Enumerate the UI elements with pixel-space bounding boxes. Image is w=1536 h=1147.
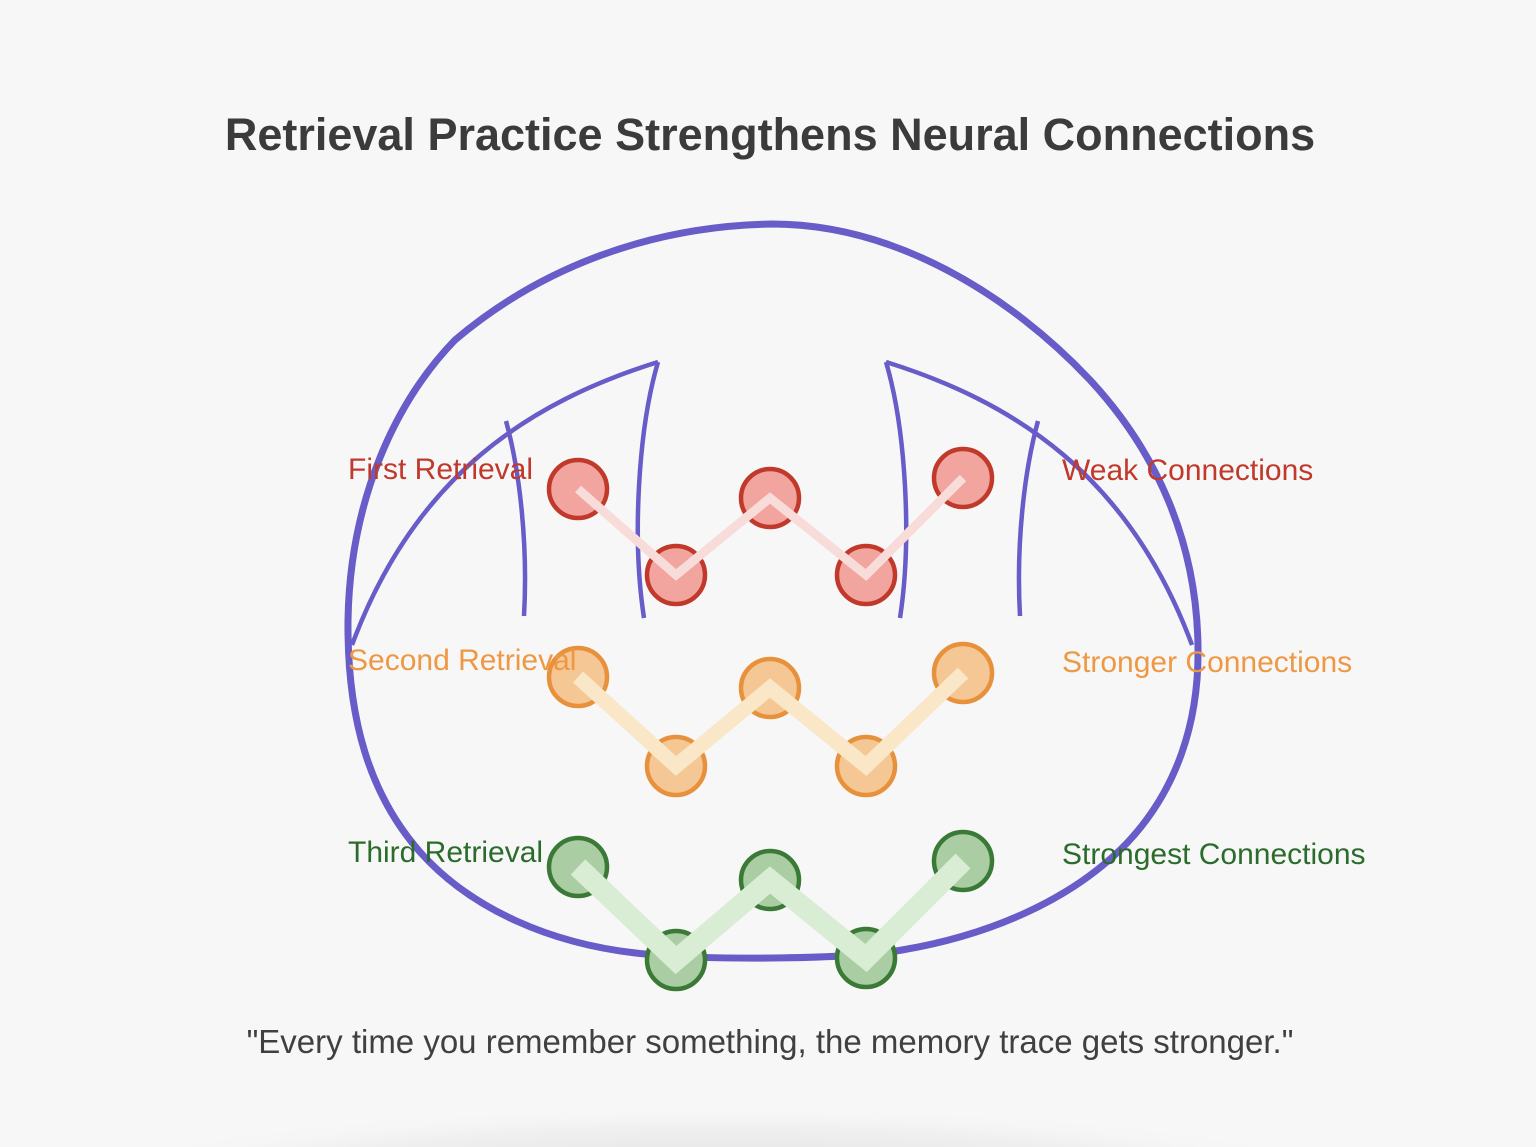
connection-line bbox=[572, 667, 969, 776]
weak-connections-label: Weak Connections bbox=[1062, 454, 1313, 487]
right-hemisphere-fold bbox=[883, 359, 1195, 646]
fold-branch bbox=[503, 420, 528, 617]
brain bbox=[344, 220, 1202, 962]
third-retrieval-label: Third Retrieval bbox=[348, 836, 543, 869]
brain-outline bbox=[344, 220, 1202, 962]
second-retrieval-network bbox=[546, 641, 995, 798]
fold-branch bbox=[1016, 420, 1041, 617]
third-retrieval-network bbox=[546, 829, 995, 992]
connection-line bbox=[575, 474, 967, 582]
connection-line bbox=[570, 853, 971, 975]
fold-stem bbox=[883, 361, 909, 619]
first-retrieval-label: First Retrieval bbox=[348, 453, 533, 486]
first-retrieval-network bbox=[546, 446, 995, 607]
second-retrieval-label: Second Retrieval bbox=[348, 644, 576, 677]
stronger-connections-label: Stronger Connections bbox=[1062, 646, 1352, 679]
left-hemisphere-fold bbox=[349, 359, 661, 646]
fold-stem bbox=[635, 361, 661, 619]
strongest-connections-label: Strongest Connections bbox=[1062, 838, 1366, 871]
ground-shadow bbox=[142, 1106, 1298, 1147]
fold-arc bbox=[885, 359, 1195, 646]
quote-text: "Every time you remember something, the … bbox=[247, 1023, 1294, 1060]
fold-arc bbox=[349, 359, 659, 646]
diagram-title: Retrieval Practice Strengthens Neural Co… bbox=[225, 109, 1315, 160]
